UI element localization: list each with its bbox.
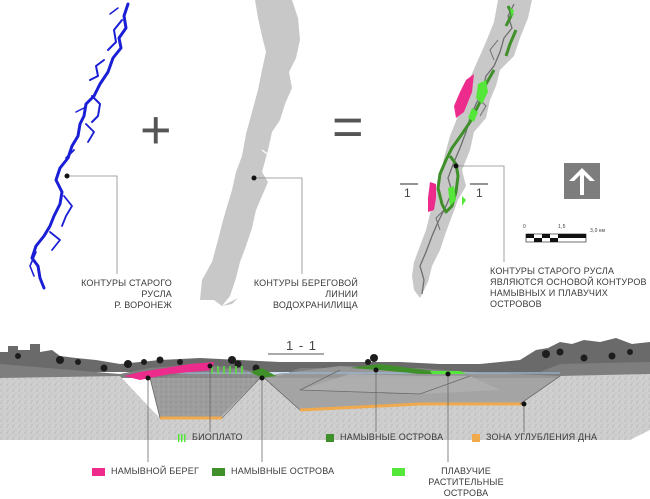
middle-leader-line (254, 177, 303, 274)
right-leader-line (456, 165, 505, 262)
section-leader-dots (145, 363, 527, 407)
legend-washed-islands-bottom-label: НАМЫВНЫЕ ОСТРОВА (231, 466, 335, 476)
section-washed-island-left (250, 368, 276, 378)
legend-washed-islands-top-label: НАМЫВНЫЕ ОСТРОВА (340, 432, 444, 442)
right-caption-line-2: ЯВЛЯЮТСЯ ОСНОВОЙ КОНТУРОВ (490, 277, 647, 287)
middle-caption: КОНТУРЫ БЕРЕГОВОЙ ЛИНИИ ВОДОХРАНИЛИЩА (246, 278, 358, 311)
middle-caption-line-1: КОНТУРЫ БЕРЕГОВОЙ (253, 278, 358, 288)
middle-caption-line-2: ЛИНИИ ВОДОХРАНИЛИЩА (273, 289, 358, 310)
legend-washed-islands-top: НАМЫВНЫЕ ОСТРОВА (326, 432, 443, 443)
north-arrow-icon (564, 163, 600, 199)
legend-deepening-zone: ЗОНА УГЛУБЛЕНИЯ ДНА (472, 432, 597, 443)
equals-symbol: = (332, 97, 364, 157)
old-riverbed-contour (29, 2, 130, 290)
right-caption-line-3: НАМЫВНЫХ И ПЛАВУЧИХ ОСТРОВОВ (490, 288, 608, 309)
section-leader-lines (147, 366, 525, 462)
map-washed-shore-north (454, 74, 474, 118)
legend-bioplato: БИОПЛАТО (178, 432, 243, 443)
legend-deepening-zone-swatch (472, 434, 480, 442)
legend-washed-shore-swatch (92, 468, 105, 476)
legend-floating-islands-label: ПЛАВУЧИЕ РАСТИТЕЛЬНЫЕ ОСТРОВА (411, 466, 521, 499)
combined-old-river-outline (419, 3, 515, 295)
section-deepening-zone-right (299, 402, 524, 412)
section-title: 1 - 1 (286, 338, 318, 353)
legend-deepening-zone-label: ЗОНА УГЛУБЛЕНИЯ ДНА (486, 432, 598, 442)
reservoir-shape (200, 0, 300, 306)
legend-washed-islands-bottom-swatch (212, 468, 225, 476)
map-floating-islands (448, 8, 514, 206)
left-caption: КОНТУРЫ СТАРОГО РУСЛА Р. ВОРОНЕЖ (60, 278, 172, 311)
map-washed-shore-south (428, 182, 436, 212)
section-terrain (0, 338, 650, 440)
legend-bioplato-label: БИОПЛАТО (192, 432, 243, 442)
legend-washed-islands-top-swatch (326, 434, 334, 442)
combined-reservoir-shape (412, 0, 532, 298)
scale-label-end: 3,0 км (590, 228, 606, 234)
scale-label-mid: 1,5 (558, 224, 566, 230)
legend-floating-islands-line-1: ПЛАВУЧИЕ РАСТИТЕЛЬНЫЕ (428, 466, 504, 487)
right-caption: КОНТУРЫ СТАРОГО РУСЛА ЯВЛЯЮТСЯ ОСНОВОЙ К… (490, 266, 648, 310)
legend-floating-islands-line-2: ОСТРОВА (443, 488, 489, 498)
section-mark-right: 1 (476, 186, 483, 200)
scale-label-start: 0 (523, 224, 526, 230)
legend-bioplato-swatch (178, 434, 186, 442)
left-leader-line (67, 175, 118, 274)
middle-marker-dot (251, 175, 257, 181)
legend-floating-islands: ПЛАВУЧИЕ РАСТИТЕЛЬНЫЕ ОСТРОВА (392, 466, 521, 499)
left-marker-dot (64, 173, 70, 179)
left-caption-line-1: КОНТУРЫ СТАРОГО РУСЛА (81, 278, 172, 299)
left-caption-line-2: Р. ВОРОНЕЖ (114, 300, 172, 310)
right-marker-dot (453, 163, 459, 169)
section-washed-island-right (350, 364, 470, 374)
section-mark-left: 1 (404, 186, 411, 200)
right-caption-line-1: КОНТУРЫ СТАРОГО РУСЛА (490, 266, 615, 276)
legend-washed-shore: НАМЫВНОЙ БЕРЕГ (92, 466, 199, 477)
section-washed-shore (124, 362, 214, 380)
reservoir-inlet (261, 149, 271, 165)
legend-washed-islands-bottom: НАМЫВНЫЕ ОСТРОВА (212, 466, 334, 477)
legend-floating-islands-swatch (392, 468, 405, 476)
scale-bar (525, 233, 587, 243)
legend-washed-shore-label: НАМЫВНОЙ БЕРЕГ (111, 466, 200, 476)
plus-symbol: + (140, 100, 172, 160)
